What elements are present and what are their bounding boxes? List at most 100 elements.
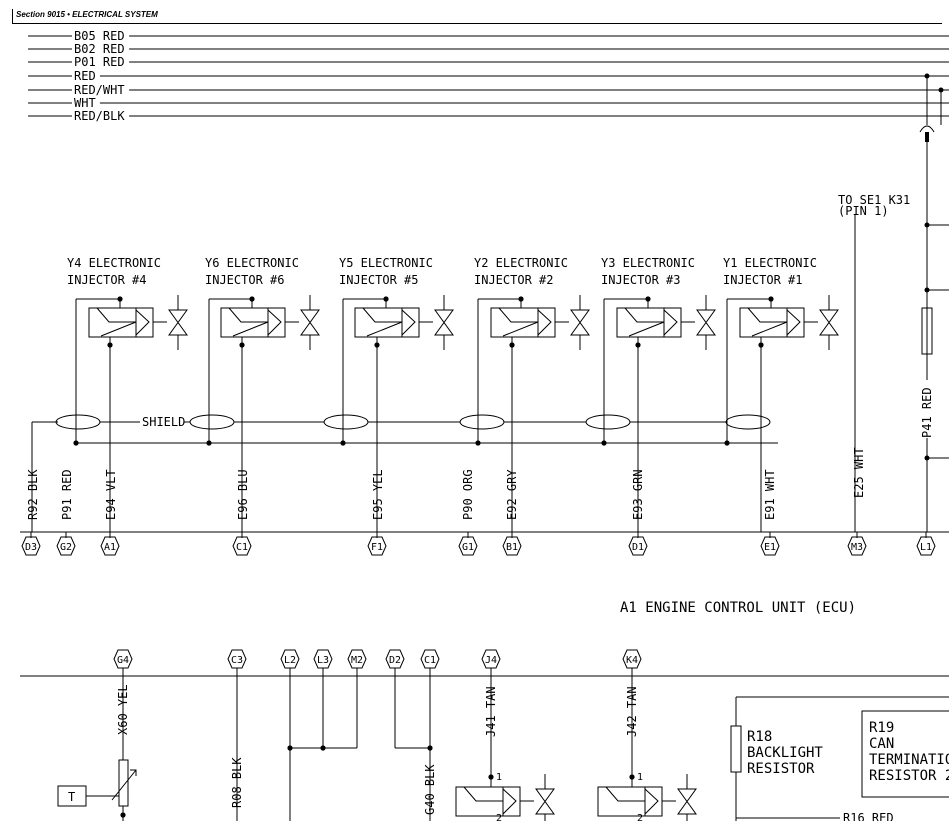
wire-label: R08 BLK bbox=[230, 757, 244, 808]
connector-pin-F1 bbox=[367, 536, 387, 556]
wire-label: G40 BLK bbox=[423, 764, 437, 815]
connector-pin-C1 bbox=[420, 649, 440, 669]
r19-label-4: RESISTOR 2 bbox=[869, 768, 949, 784]
coil-slash bbox=[624, 307, 664, 323]
connector-pin-label: F1 bbox=[371, 542, 383, 553]
connector-pin-label: C3 bbox=[231, 655, 243, 666]
shield-oval bbox=[189, 414, 235, 430]
injector-subtitle: INJECTOR #6 bbox=[205, 273, 284, 287]
valve-symbol bbox=[168, 309, 188, 336]
coil-arrow bbox=[663, 309, 678, 336]
coil-diagonal bbox=[502, 321, 539, 337]
wire-label: X60 YEL bbox=[116, 684, 130, 735]
valve-symbol bbox=[570, 309, 590, 336]
bus-wire-label: B02 RED bbox=[74, 42, 125, 56]
ecu-title: A1 ENGINE CONTROL UNIT (ECU) bbox=[620, 600, 856, 616]
wire-label: J41 TAN bbox=[484, 686, 498, 737]
injector-title: Y1 ELECTRONIC bbox=[723, 256, 817, 270]
junction-dot bbox=[120, 812, 126, 818]
coil-slash bbox=[463, 786, 503, 802]
coil-arrow bbox=[267, 309, 282, 336]
connector-pin-D2 bbox=[385, 649, 405, 669]
valve-symbol bbox=[677, 788, 697, 815]
coil-arrow bbox=[135, 309, 150, 336]
sensor-label: T bbox=[68, 790, 75, 804]
connector-pin-label: J4 bbox=[485, 655, 497, 666]
section-header: Section 9015 • ELECTRICAL SYSTEM bbox=[12, 9, 942, 24]
connector-pin-C3 bbox=[227, 649, 247, 669]
injector-subtitle: INJECTOR #3 bbox=[601, 273, 680, 287]
connector-pin-label: D2 bbox=[389, 655, 401, 666]
connector-pin-D3 bbox=[21, 536, 41, 556]
connector-pin-label: C1 bbox=[236, 542, 248, 553]
wire-label: E92 GRY bbox=[505, 469, 519, 520]
coil-pin-dot bbox=[629, 774, 635, 780]
injector-subtitle: INJECTOR #1 bbox=[723, 273, 802, 287]
injector-subtitle: INJECTOR #5 bbox=[339, 273, 418, 287]
coil-pin-label: 1 bbox=[637, 772, 643, 783]
coil-slash bbox=[605, 786, 645, 802]
bus-wire-label: B05 RED bbox=[74, 29, 125, 43]
connector-pin-J4 bbox=[481, 649, 501, 669]
connector-pin-label: K4 bbox=[626, 655, 638, 666]
coil-slash bbox=[228, 307, 268, 323]
temp-sensor-box bbox=[57, 785, 87, 807]
connector-pin-label: L3 bbox=[317, 655, 329, 666]
connector-pin-label: L2 bbox=[284, 655, 296, 666]
connector-pin-G2 bbox=[56, 536, 76, 556]
r18-label-3: RESISTOR bbox=[747, 761, 815, 777]
shield-oval bbox=[55, 414, 101, 430]
bus-wire-label: P01 RED bbox=[74, 55, 125, 69]
connector-pin-label: M3 bbox=[851, 542, 863, 553]
r18-label-2: BACKLIGHT bbox=[747, 745, 823, 761]
connector-pin-A1 bbox=[100, 536, 120, 556]
bus-wire-label: WHT bbox=[74, 96, 96, 110]
coil-diagonal bbox=[100, 321, 137, 337]
coil-arrow bbox=[786, 309, 801, 336]
connector-pin-B1 bbox=[502, 536, 522, 556]
connector-pin-C1 bbox=[232, 536, 252, 556]
junction-dot bbox=[320, 745, 326, 751]
connector-pin-label: D3 bbox=[25, 542, 37, 553]
connector-pin-L1 bbox=[916, 536, 936, 556]
connector-pin-label: M2 bbox=[351, 655, 363, 666]
coil-arrow bbox=[537, 309, 552, 336]
injector-subtitle: INJECTOR #2 bbox=[474, 273, 553, 287]
coil-slash bbox=[362, 307, 402, 323]
r16-label: R16 RED bbox=[843, 811, 894, 821]
wire-label: E96 BLU bbox=[236, 469, 250, 520]
shield-cable: SHIELD bbox=[31, 414, 778, 532]
coil-slash bbox=[96, 307, 136, 323]
injector-title: Y5 ELECTRONIC bbox=[339, 256, 433, 270]
shield-label: SHIELD bbox=[142, 415, 185, 429]
injector-title: Y6 ELECTRONIC bbox=[205, 256, 299, 270]
connector-pin-label: C1 bbox=[424, 655, 436, 666]
valve-symbol bbox=[535, 788, 555, 815]
junction-dot bbox=[427, 745, 433, 751]
connector-pin-label: B1 bbox=[506, 542, 518, 553]
connector-pin-label: L1 bbox=[920, 542, 932, 553]
r18-label-1: R18 bbox=[747, 729, 772, 745]
note-line2: (PIN 1) bbox=[838, 204, 889, 218]
connector-pin-K4 bbox=[622, 649, 642, 669]
wire-label: E93 GRN bbox=[631, 469, 645, 520]
fuse-symbol bbox=[921, 307, 933, 355]
coil-diagonal bbox=[366, 321, 403, 337]
valve-symbol bbox=[434, 309, 454, 336]
bus-wire-label: RED bbox=[74, 69, 96, 83]
valve-symbol bbox=[819, 309, 839, 336]
bus-wire-label: RED/BLK bbox=[74, 109, 125, 123]
coil-pin-label: 1 bbox=[496, 772, 502, 783]
valve-symbol bbox=[696, 309, 716, 336]
thermistor-symbol bbox=[118, 759, 129, 807]
valve-symbol bbox=[300, 309, 320, 336]
connector-pin-M2 bbox=[347, 649, 367, 669]
injector-title: Y3 ELECTRONIC bbox=[601, 256, 695, 270]
coil-slash bbox=[747, 307, 787, 323]
coil-diagonal bbox=[751, 321, 788, 337]
